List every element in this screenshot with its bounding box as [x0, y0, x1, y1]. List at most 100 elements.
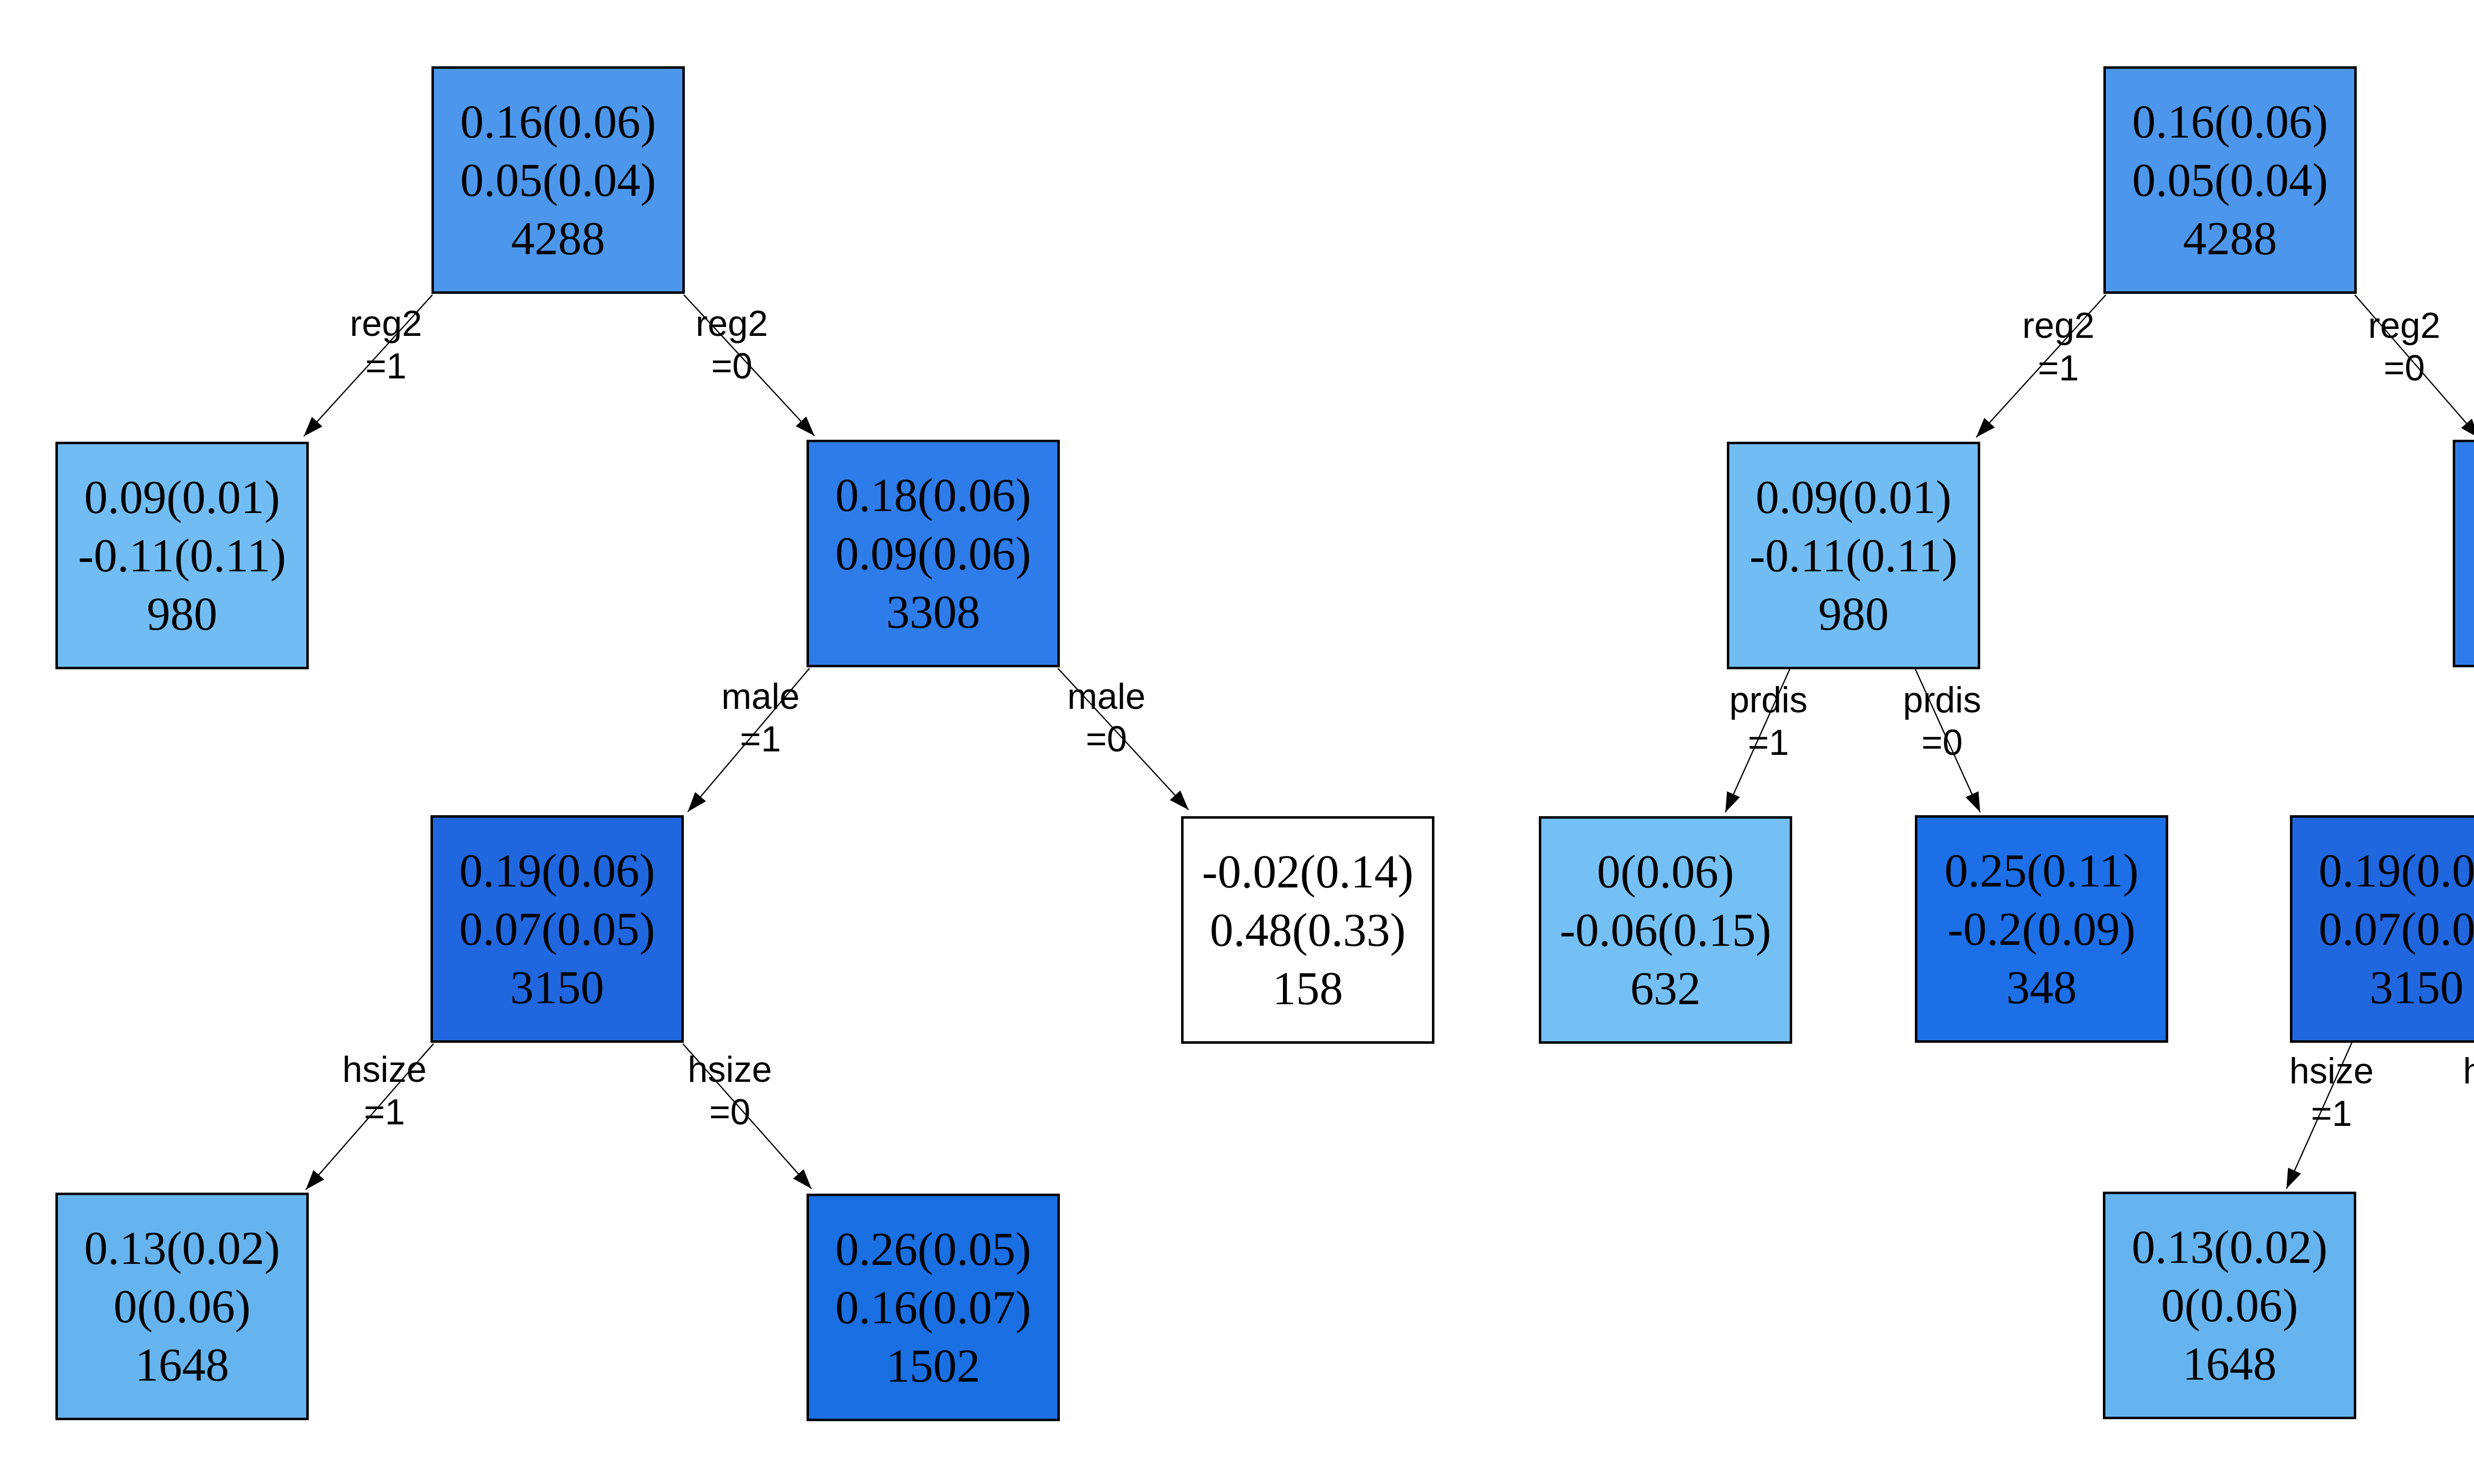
edge-split-variable: hsize	[2289, 1051, 2374, 1091]
node-secondary-line: -0.2(0.09)	[1948, 903, 2136, 955]
edge-split-value: =0	[711, 346, 753, 386]
node-count-line: 3308	[886, 586, 980, 638]
edge-split-variable: male	[721, 677, 800, 717]
edge-label: hsize=0	[688, 1049, 772, 1134]
tree-node-left-n3308: 0.18(0.06) 0.09(0.06) 3308	[807, 440, 1060, 667]
edge-split-variable: reg2	[695, 304, 768, 344]
edge-label: reg2=1	[2022, 305, 2094, 390]
edge-label: male=1	[721, 676, 800, 761]
node-estimate-line: 0.13(0.02)	[84, 1222, 280, 1274]
edge-split-variable: reg2	[2022, 306, 2095, 346]
tree-node-left-n1648: 0.13(0.02) 0(0.06) 1648	[55, 1193, 309, 1420]
edge-label: prdis=0	[1903, 679, 1981, 764]
node-count-line: 3150	[510, 961, 604, 1014]
edge-split-variable: prdis	[1903, 680, 1982, 720]
tree-node-left-n3150: 0.19(0.06) 0.07(0.05) 3150	[430, 815, 684, 1043]
node-estimate-line: 0.09(0.01)	[84, 471, 280, 523]
node-secondary-line: 0.07(0.05)	[459, 903, 655, 955]
node-count-line: 1648	[135, 1339, 229, 1391]
edge-split-value: =1	[364, 1092, 405, 1132]
node-secondary-line: 0.07(0.05)	[2319, 903, 2474, 955]
edge-label: hsize=1	[342, 1049, 427, 1134]
tree-node-left-n4288: 0.16(0.06) 0.05(0.04) 4288	[431, 66, 685, 294]
tree-edge-right-n980-n632	[1724, 669, 1791, 813]
node-count-line: 4288	[511, 212, 605, 265]
node-count-line: 3150	[2370, 961, 2464, 1014]
tree-edge-right-n3150-n1648	[2285, 1042, 2353, 1189]
node-estimate-line: 0.16(0.06)	[2132, 95, 2328, 148]
edge-split-variable: male	[1067, 677, 1146, 717]
node-count-line: 348	[2006, 961, 2077, 1014]
edge-split-variable: hsize	[342, 1050, 427, 1090]
node-secondary-line: 0.16(0.07)	[835, 1281, 1031, 1334]
node-secondary-line: 0.05(0.04)	[460, 154, 656, 206]
tree-node-left-n1502: 0.26(0.05)0.16(0.07)1502	[807, 1194, 1060, 1421]
node-estimate-line: 0.18(0.06)	[835, 469, 1031, 521]
node-estimate-line: 0(0.06)	[1597, 845, 1734, 898]
edge-split-variable: hsize	[687, 1050, 772, 1090]
node-estimate-line: 0.19(0.06)	[2319, 844, 2474, 897]
tree-node-right-n4288: 0.16(0.06) 0.05(0.04) 4288	[2103, 66, 2357, 294]
tree-node-right-n1648: 0.13(0.02) 0(0.06) 1648	[2103, 1192, 2356, 1419]
edge-split-variable: prdis	[1729, 680, 1808, 720]
node-secondary-line: 0.48(0.33)	[1210, 904, 1406, 956]
edge-split-variable: reg2	[2368, 306, 2441, 346]
node-secondary-line: 0(0.06)	[113, 1280, 251, 1333]
tree-edge-left-n3150-n1648	[305, 1043, 434, 1190]
edge-label: reg2=0	[696, 303, 768, 388]
edge-split-variable: hsize	[2463, 1051, 2474, 1091]
tree-node-right-n3150: 0.19(0.06) 0.07(0.05) 3150	[2290, 815, 2474, 1043]
node-estimate-line: 0.09(0.01)	[1756, 471, 1951, 523]
edge-split-value: =1	[1748, 723, 1789, 763]
edge-label: reg2=1	[350, 303, 422, 388]
edge-label: reg2=0	[2368, 305, 2440, 390]
node-secondary-line: -0.11(0.11)	[1749, 529, 1958, 582]
tree-node-right-n632: 0(0.06) -0.06(0.15) 632	[1539, 816, 1792, 1044]
node-count-line: 632	[1630, 962, 1701, 1015]
node-count-line: 4288	[2183, 212, 2277, 265]
tree-node-left-n158: -0.02(0.14) 0.48(0.33) 158	[1181, 816, 1434, 1044]
edge-split-value: =1	[2311, 1094, 2352, 1134]
edge-split-value: =0	[1086, 719, 1127, 759]
edge-split-value: =0	[1921, 723, 1963, 763]
tree-edge-left-n3308-n3150	[687, 668, 810, 812]
node-estimate-line: -0.02(0.14)	[1202, 845, 1414, 898]
node-estimate-line: 0.25(0.11)	[1944, 844, 2139, 897]
node-estimate-line: 0.19(0.06)	[459, 844, 655, 897]
node-count-line: 1648	[2183, 1338, 2277, 1390]
node-secondary-line: 0(0.06)	[2161, 1279, 2298, 1332]
edge-label: prdis=1	[1729, 679, 1808, 764]
node-secondary-line: 0.05(0.04)	[2132, 154, 2328, 206]
node-secondary-line: 0.09(0.06)	[835, 527, 1031, 580]
edge-split-variable: reg2	[349, 304, 423, 344]
tree-edge-left-n3150-n1502	[682, 1043, 812, 1189]
edge-split-value: =1	[740, 719, 781, 759]
tree-edge-right-n980-n348	[1914, 669, 1981, 813]
edge-split-value: =0	[709, 1092, 751, 1132]
node-estimate-line: 0.13(0.02)	[2132, 1221, 2328, 1273]
edge-split-value: =1	[2038, 348, 2079, 388]
edge-label: hsize=1	[2289, 1050, 2374, 1135]
tree-edge-right-n4288-n980	[1976, 294, 2106, 438]
edge-label: male=0	[1067, 676, 1145, 761]
tree-edge-left-n4288-n3308	[683, 294, 815, 436]
tree-node-right-n3308: 0.18(0.06)0.09(0.06)3308	[2453, 440, 2474, 667]
edge-label: hsize =0	[2463, 1050, 2474, 1135]
node-estimate-line: 0.26(0.05)	[835, 1223, 1031, 1275]
tree-node-right-n348: 0.25(0.11) -0.2(0.09) 348	[1915, 815, 2168, 1043]
edge-split-value: =1	[365, 346, 407, 386]
edge-split-value: =0	[2383, 348, 2425, 388]
node-secondary-line: -0.11(0.11)	[78, 529, 286, 582]
node-estimate-line: 0.16(0.06)	[460, 95, 656, 148]
node-count-line: 980	[1818, 588, 1889, 640]
tree-node-left-n980: 0.09(0.01)-0.11(0.11)980	[55, 442, 309, 669]
node-count-line: 158	[1272, 962, 1343, 1015]
edge-split-value: =0	[2463, 1093, 2474, 1135]
tree-node-right-n980: 0.09(0.01) -0.11(0.11) 980	[1727, 442, 1980, 669]
tree-edge-right-n4288-n3308	[2354, 294, 2474, 438]
tree-edge-left-n4288-n980	[303, 294, 433, 437]
node-secondary-line: -0.06(0.15)	[1560, 904, 1771, 956]
tree-edge-left-n3308-n158	[1057, 668, 1189, 810]
